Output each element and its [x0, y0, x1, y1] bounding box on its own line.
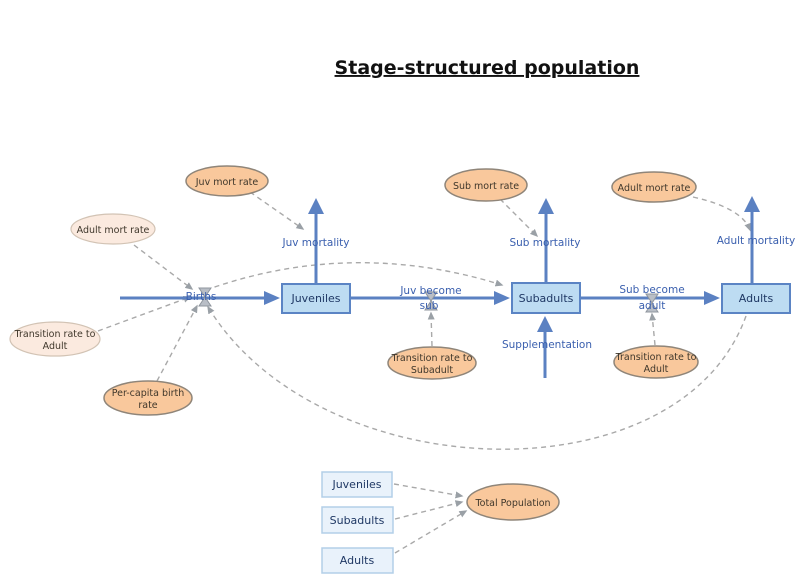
flow-adult-mortality-arrowhead — [744, 196, 760, 212]
flow-sub-mortality-arrowhead — [538, 198, 554, 214]
converter-juv-mort-rate-label: Juv mort rate — [195, 177, 259, 188]
converter-sub-mort-rate-label: Sub mort rate — [453, 181, 519, 192]
converter-per-capita-birth-rate-label-line1: Per-capita birth — [112, 388, 185, 399]
ghost-stock-adults-label: Adults — [340, 554, 375, 567]
ghost-converter-adult-mort-rate[interactable]: Adult mort rate — [70, 213, 156, 245]
converter-juv-mort-rate[interactable]: Juv mort rate — [185, 165, 269, 197]
converter-transition-rate-to-adult[interactable]: Transition rate to Adult — [613, 345, 699, 379]
link-juv-mort-rate-to-juv-mortality — [249, 191, 305, 230]
link-ghost-juveniles-to-total-population — [393, 483, 464, 499]
converter-adult-mort-rate-label: Adult mort rate — [618, 183, 691, 194]
link-adults-arc-to-births — [207, 305, 747, 450]
flow-supplementation-label: Supplementation — [502, 339, 592, 351]
flow-births-arrowhead — [264, 291, 280, 305]
flow-sub-become-adult-label-line1: Sub become — [619, 284, 684, 296]
stock-adults[interactable]: Adults — [721, 283, 791, 314]
converter-per-capita-birth-rate[interactable]: Per-capita birth rate — [103, 380, 193, 416]
flow-pipes — [120, 196, 760, 378]
converter-sub-mort-rate[interactable]: Sub mort rate — [444, 168, 528, 202]
converter-transition-rate-to-adult-label-line2: Adult — [644, 364, 669, 375]
converter-transition-rate-to-adult-label-line1: Transition rate to — [615, 352, 697, 363]
converter-per-capita-birth-rate-label-line2: rate — [138, 400, 157, 411]
link-per-capita-birth-rate-to-births — [156, 304, 198, 382]
stock-juveniles-label: Juveniles — [290, 292, 340, 305]
converter-transition-rate-to-subadult[interactable]: Transition rate to Subadult — [387, 346, 477, 380]
valve-sub-become-adult[interactable] — [645, 293, 659, 313]
ghost-stock-subadults[interactable]: Subadults — [321, 506, 394, 534]
ghost-converter-transition-rate-to-adult[interactable]: Transition rate to Adult — [9, 321, 101, 357]
stock-subadults[interactable]: Subadults — [511, 282, 581, 314]
link-transition-adult-to-sub-become-adult — [649, 312, 657, 346]
flow-supplementation-arrowhead — [537, 316, 553, 332]
ghost-converter-adult-mort-rate-label: Adult mort rate — [77, 225, 150, 236]
link-adult-mort-rate-to-adult-mortality — [692, 196, 752, 232]
link-ghost-adult-mort-rate-to-births — [133, 244, 194, 290]
stock-subadults-label: Subadults — [519, 292, 574, 305]
flow-juv-mortality-label: Juv mortality — [282, 237, 350, 249]
ghost-converter-transition-rate-to-adult-label-line1: Transition rate to — [14, 329, 96, 340]
converter-transition-rate-to-subadult-label-line2: Subadult — [411, 365, 454, 376]
flow-sub-become-adult-label-line2: adult — [639, 300, 666, 312]
ghost-stock-juveniles[interactable]: Juveniles — [321, 471, 393, 498]
stock-juveniles[interactable]: Juveniles — [281, 283, 351, 314]
flow-adult-mortality-label: Adult mortality — [717, 235, 795, 247]
converter-adult-mort-rate[interactable]: Adult mort rate — [611, 171, 697, 203]
ghost-converter-transition-rate-to-adult-label-line2: Adult — [43, 341, 68, 352]
link-transition-subadult-to-juv-become-sub — [427, 311, 435, 347]
valve-births[interactable] — [198, 287, 212, 307]
flow-births-label: Births — [186, 291, 217, 303]
converter-total-population-label: Total Population — [474, 498, 550, 509]
valve-juv-become-sub[interactable] — [424, 291, 438, 311]
converter-transition-rate-to-subadult-label-line1: Transition rate to — [391, 353, 473, 364]
flow-juv-become-sub-label-line2: sub — [420, 300, 439, 312]
connector-links — [97, 191, 752, 554]
converter-total-population[interactable]: Total Population — [466, 483, 560, 521]
link-ghost-adults-to-total-population — [394, 510, 468, 554]
flow-juv-mortality-arrowhead — [308, 198, 324, 214]
flow-sub-become-adult-arrowhead — [704, 291, 720, 305]
flow-sub-mortality-label: Sub mortality — [509, 237, 580, 249]
link-births-arc-to-subadults — [205, 262, 504, 291]
flow-juv-become-sub-arrowhead — [494, 291, 510, 305]
link-sub-mort-rate-to-sub-mortality — [499, 198, 539, 238]
ghost-stock-adults[interactable]: Adults — [321, 547, 394, 574]
stock-adults-label: Adults — [739, 292, 774, 305]
ghost-stock-juveniles-label: Juveniles — [331, 478, 381, 491]
link-ghost-subadults-to-total-population — [394, 500, 464, 520]
link-ghost-transition-rate-to-births — [97, 295, 192, 332]
page-title: Stage-structured population — [335, 57, 640, 79]
ghost-stock-subadults-label: Subadults — [330, 514, 385, 527]
flow-juv-become-sub-label-line1: Juv become — [399, 285, 461, 297]
